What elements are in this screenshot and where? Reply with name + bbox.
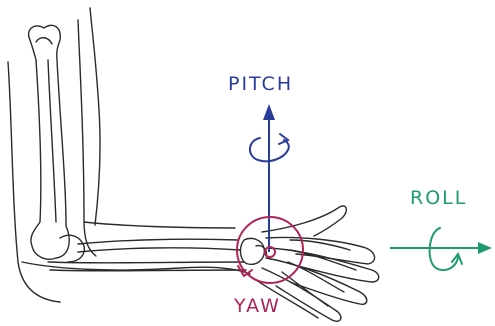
yaw-label: YAW xyxy=(233,295,281,317)
pitch-arrowhead-icon xyxy=(263,104,275,120)
arm-skeleton-drawing xyxy=(8,8,379,321)
roll-label: ROLL xyxy=(410,187,467,209)
pitch-axis: PITCH xyxy=(228,73,293,252)
roll-rotation-arrow-icon xyxy=(430,228,458,270)
roll-axis: ROLL xyxy=(390,187,492,270)
pitch-label: PITCH xyxy=(228,73,293,95)
roll-arrowhead-icon xyxy=(478,242,492,254)
